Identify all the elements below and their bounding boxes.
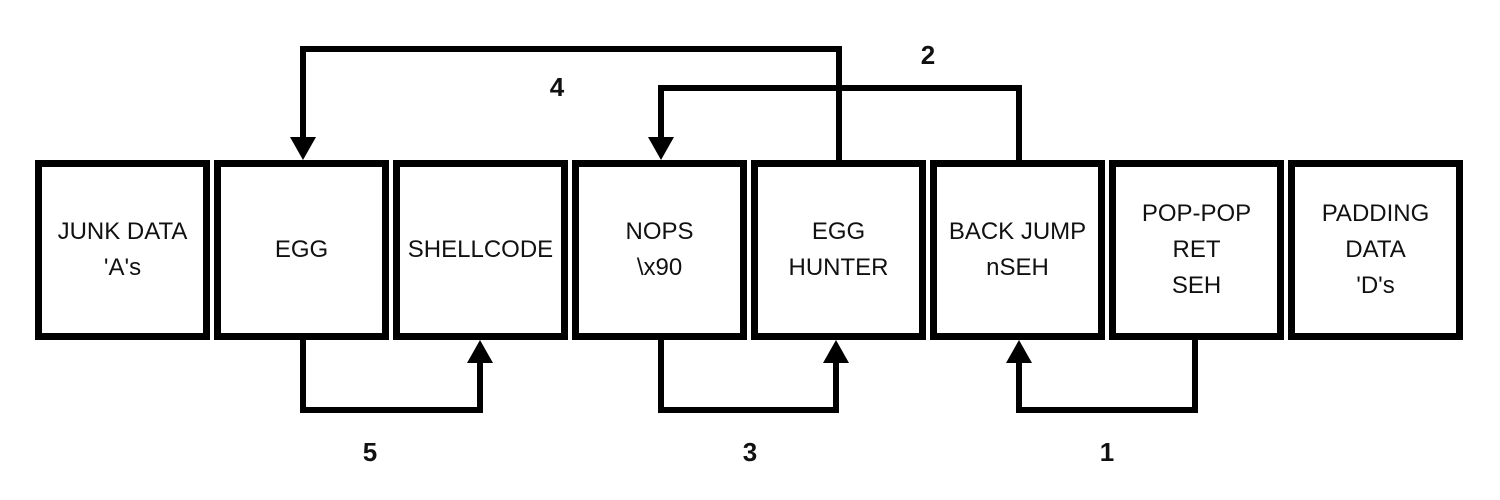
arrow-egg-hunter-to-egg <box>290 46 842 161</box>
arrow-pop-pop-ret-to-back-jump <box>1006 339 1198 413</box>
arrow-back-jump-to-nops <box>648 85 1022 161</box>
box-back-jump: BACK JUMP nSEH <box>930 160 1105 340</box>
box-padding-data-line1: PADDING <box>1321 200 1430 227</box>
box-pop-pop-ret-line1: POP-POP <box>1141 200 1252 227</box>
box-pop-pop-ret: POP-POP RET SEH <box>1109 160 1284 340</box>
box-nops-line2: \x90 <box>636 254 683 281</box>
arrow-nops-to-egg-hunter <box>658 339 849 413</box>
box-nops-line1: NOPS <box>625 218 694 245</box>
box-padding-data-line3: 'D's <box>1356 272 1395 299</box>
box-pop-pop-ret-line3: SEH <box>1171 272 1222 299</box>
box-back-jump-line2: nSEH <box>986 254 1049 281</box>
box-egg-hunter-line1: EGG <box>811 218 866 245</box>
arrow-label-1: 1 <box>1099 437 1115 467</box>
arrow-label-5: 5 <box>362 437 378 467</box>
box-junk-data-line1: JUNK DATA <box>57 218 188 245</box>
buffer-box-row: JUNK DATA 'A's EGG SHELLCODE NOPS \x90 E… <box>35 160 1463 340</box>
arrow-label-4: 4 <box>549 72 565 102</box>
box-nops: NOPS \x90 <box>572 160 747 340</box>
box-pop-pop-ret-line2: RET <box>1172 236 1221 263</box>
box-junk-data: JUNK DATA 'A's <box>35 160 210 340</box>
box-padding-data-line2: DATA <box>1345 236 1406 263</box>
arrow-egg-to-shellcode <box>300 339 493 413</box>
box-egg-hunter: EGG HUNTER <box>751 160 926 340</box>
arrow-label-3: 3 <box>742 437 758 467</box>
box-back-jump-line1: BACK JUMP <box>948 218 1087 245</box>
box-shellcode: SHELLCODE <box>393 160 568 340</box>
box-egg-line1: EGG <box>274 236 329 263</box>
arrow-label-2: 2 <box>920 40 936 70</box>
box-shellcode-line1: SHELLCODE <box>407 236 554 263</box>
box-egg-hunter-line2: HUNTER <box>788 254 889 281</box>
box-junk-data-line2: 'A's <box>103 254 142 281</box>
box-padding-data: PADDING DATA 'D's <box>1288 160 1463 340</box>
box-egg: EGG <box>214 160 389 340</box>
